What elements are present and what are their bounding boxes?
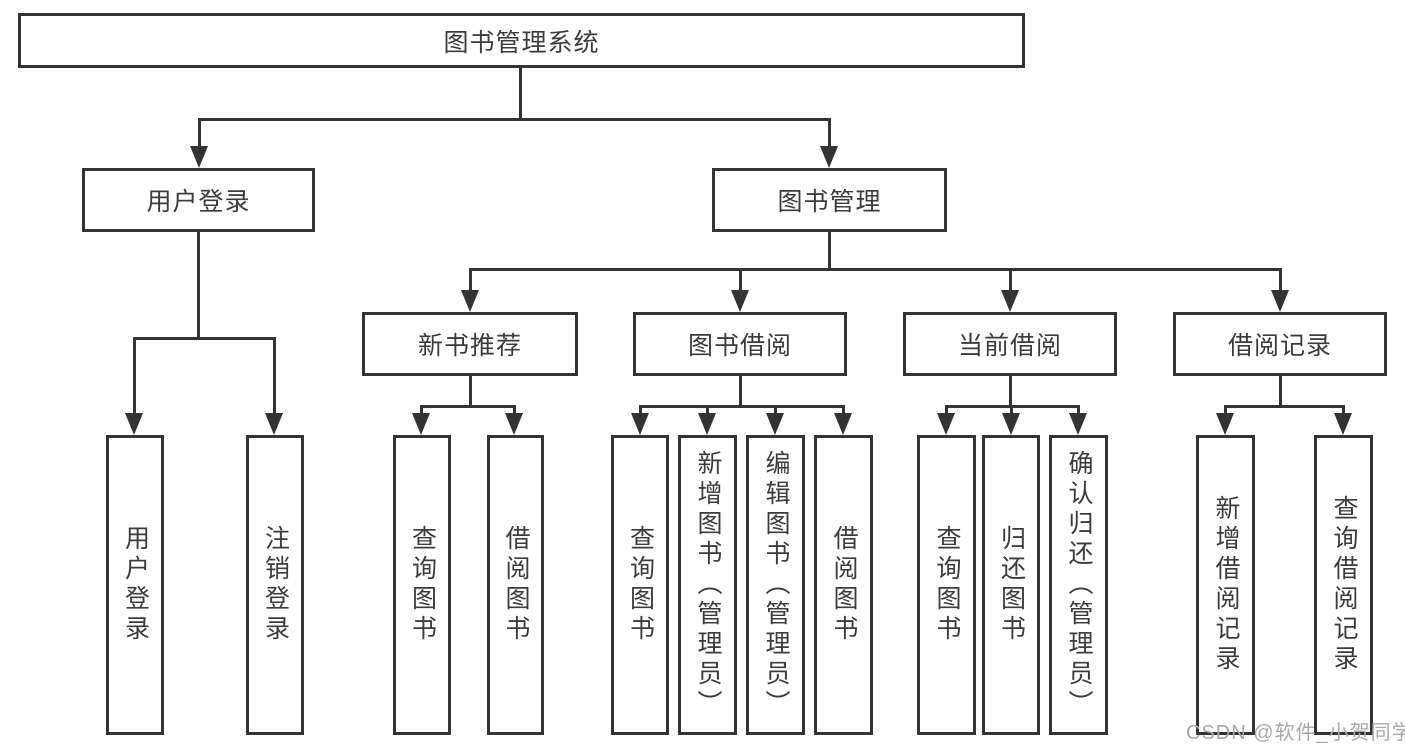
connector-book-management-stem bbox=[828, 232, 831, 271]
connector-arrow-shaft-leaf-user-login bbox=[133, 337, 136, 417]
node-borrow-records-label: 借阅记录 bbox=[1227, 332, 1332, 360]
node-book-borrow: 图书借阅 bbox=[633, 312, 847, 376]
arrowhead-user-login bbox=[190, 146, 208, 168]
arrowhead-return-books bbox=[1002, 413, 1020, 435]
connector-borrow-records-bar bbox=[1224, 405, 1345, 408]
node-root-label: 图书管理系统 bbox=[443, 28, 600, 57]
arrowhead-book-borrow bbox=[731, 290, 749, 312]
connector-user-login-stem bbox=[197, 232, 200, 340]
connector-new-book-bar bbox=[420, 405, 516, 408]
leaf-add-books-admin: 新增图书（管理员） bbox=[678, 435, 737, 735]
leaf-borrow-books-1: 借阅图书 bbox=[487, 435, 544, 735]
arrowhead-query1 bbox=[412, 413, 430, 435]
leaf-query-borrow-record: 查询借阅记录 bbox=[1314, 435, 1373, 735]
connector-arrow-shaft-borrow1 bbox=[513, 405, 516, 417]
node-book-borrow-label: 图书借阅 bbox=[687, 332, 792, 360]
connector-root-stem bbox=[519, 68, 522, 121]
node-new-book-recommend-label: 新书推荐 bbox=[417, 332, 522, 360]
arrowhead-query3 bbox=[937, 413, 955, 435]
connector-arrow-shaft-book-borrow bbox=[739, 270, 742, 294]
leaf-user-login: 用户登录 bbox=[106, 435, 164, 735]
leaf-logout-label: 注销登录 bbox=[261, 525, 290, 645]
node-new-book-recommend: 新书推荐 bbox=[362, 312, 578, 376]
arrowhead-borrow1 bbox=[505, 413, 523, 435]
arrowhead-current-borrow bbox=[1001, 290, 1019, 312]
connector-arrow-shaft-leaf-logout bbox=[273, 337, 276, 417]
node-book-management: 图书管理 bbox=[712, 168, 947, 232]
connector-current-borrow-stem bbox=[1009, 376, 1012, 408]
connector-arrow-shaft-borrow-records bbox=[1279, 270, 1282, 294]
node-user-login-label: 用户登录 bbox=[146, 188, 251, 216]
leaf-query-books-1: 查询图书 bbox=[393, 435, 451, 735]
connector-arrow-shaft-user-login bbox=[198, 120, 201, 150]
connector-arrow-shaft-book-management bbox=[828, 120, 831, 150]
leaf-query-borrow-record-label: 查询借阅记录 bbox=[1330, 495, 1358, 675]
node-book-management-label: 图书管理 bbox=[777, 188, 882, 216]
connector-user-login-bar bbox=[133, 337, 276, 340]
connector-level1-bar bbox=[198, 118, 831, 121]
leaf-borrow-books-2: 借阅图书 bbox=[814, 435, 873, 735]
leaf-query-books-3: 查询图书 bbox=[917, 435, 976, 735]
node-user-login: 用户登录 bbox=[82, 168, 315, 232]
connector-arrow-shaft-add-record bbox=[1224, 405, 1227, 417]
leaf-query-books-1-label: 查询图书 bbox=[408, 525, 437, 645]
leaf-edit-books-admin-label: 编辑图书（管理员） bbox=[762, 450, 790, 720]
node-root: 图书管理系统 bbox=[18, 13, 1025, 68]
connector-arrow-shaft-edit-books bbox=[774, 405, 777, 417]
leaf-logout: 注销登录 bbox=[246, 435, 304, 735]
connector-arrow-shaft-query1 bbox=[420, 405, 423, 417]
leaf-confirm-return-admin: 确认归还（管理员） bbox=[1049, 435, 1108, 735]
connector-borrow-records-stem bbox=[1279, 376, 1282, 408]
leaf-edit-books-admin: 编辑图书（管理员） bbox=[746, 435, 805, 735]
leaf-query-books-3-label: 查询图书 bbox=[933, 525, 961, 645]
connector-arrow-shaft-new-book bbox=[469, 270, 472, 294]
watermark: CSDN @软件_小贺同学 bbox=[1186, 722, 1405, 744]
leaf-confirm-return-admin-label: 确认归还（管理员） bbox=[1065, 450, 1093, 720]
leaf-query-books-2: 查询图书 bbox=[611, 435, 669, 735]
connector-new-book-stem bbox=[469, 376, 472, 408]
arrowhead-add-record bbox=[1216, 413, 1234, 435]
arrowhead-borrow-records bbox=[1271, 290, 1289, 312]
arrowhead-leaf-user-login bbox=[125, 413, 143, 435]
connector-arrow-shaft-query2 bbox=[639, 405, 642, 417]
arrowhead-leaf-logout bbox=[265, 413, 283, 435]
node-current-borrow: 当前借阅 bbox=[903, 312, 1117, 376]
arrowhead-borrow2 bbox=[834, 413, 852, 435]
connector-arrow-shaft-query-record bbox=[1342, 405, 1345, 417]
leaf-return-books-label: 归还图书 bbox=[997, 525, 1026, 645]
arrowhead-edit-books bbox=[766, 413, 784, 435]
arrowhead-book-management bbox=[820, 146, 838, 168]
connector-arrow-shaft-query3 bbox=[945, 405, 948, 417]
arrowhead-query-record bbox=[1334, 413, 1352, 435]
leaf-add-borrow-record-label: 新增借阅记录 bbox=[1212, 495, 1240, 675]
connector-book-borrow-bar bbox=[639, 405, 845, 408]
node-borrow-records: 借阅记录 bbox=[1173, 312, 1387, 376]
connector-arrow-shaft-current-borrow bbox=[1009, 270, 1012, 294]
connector-arrow-shaft-add-books bbox=[706, 405, 709, 417]
connector-arrow-shaft-borrow2 bbox=[842, 405, 845, 417]
leaf-add-borrow-record: 新增借阅记录 bbox=[1196, 435, 1255, 735]
connector-arrow-shaft-confirm-return bbox=[1077, 405, 1080, 417]
arrowhead-new-book bbox=[461, 290, 479, 312]
connector-level2-bar bbox=[469, 268, 1282, 271]
connector-arrow-shaft-return-books bbox=[1010, 405, 1013, 417]
arrowhead-confirm-return bbox=[1069, 413, 1087, 435]
arrowhead-query2 bbox=[631, 413, 649, 435]
leaf-borrow-books-2-label: 借阅图书 bbox=[830, 525, 858, 645]
arrowhead-add-books bbox=[698, 413, 716, 435]
leaf-return-books: 归还图书 bbox=[982, 435, 1040, 735]
leaf-query-books-2-label: 查询图书 bbox=[626, 525, 655, 645]
leaf-add-books-admin-label: 新增图书（管理员） bbox=[694, 450, 722, 720]
connector-book-borrow-stem bbox=[739, 376, 742, 408]
leaf-user-login-label: 用户登录 bbox=[121, 525, 150, 645]
node-current-borrow-label: 当前借阅 bbox=[957, 332, 1062, 360]
leaf-borrow-books-1-label: 借阅图书 bbox=[502, 525, 530, 645]
